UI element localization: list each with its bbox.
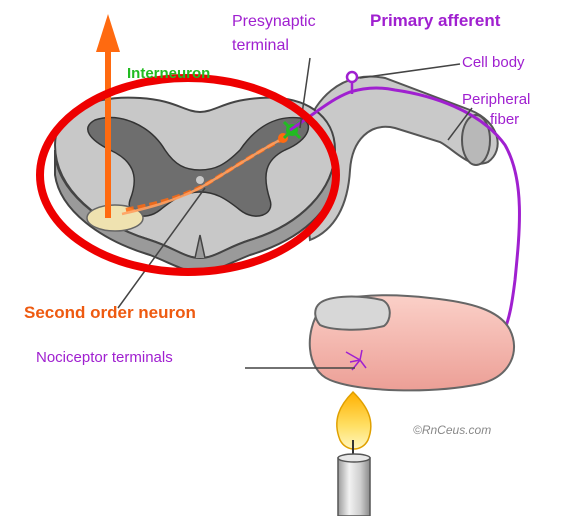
presynaptic-terminal-label-line2: terminal [232,37,289,54]
peripheral-nerve-stump [462,115,490,165]
candle-flame-icon [337,392,371,516]
fingernail [315,297,390,330]
cell-body-marker [347,72,357,82]
finger [310,295,514,390]
ascending-tract [87,205,143,231]
second-order-neuron-label: Second order neuron [24,303,196,322]
interneuron-label: Interneuron [127,65,210,82]
nociceptor-terminals-label: Nociceptor terminals [36,349,173,366]
central-canal [196,176,204,184]
peripheral-fiber-label-line1: Peripheral [462,91,530,108]
primary-afferent-label: Primary afferent [370,11,501,30]
copyright-text: ©RnCeus.com [413,423,491,437]
peripheral-fiber-label-line2: fiber [490,111,519,128]
up-arrow-icon [96,14,120,52]
presynaptic-terminal-label-line1: Presynaptic [232,13,316,30]
cell-body-label: Cell body [462,54,525,71]
